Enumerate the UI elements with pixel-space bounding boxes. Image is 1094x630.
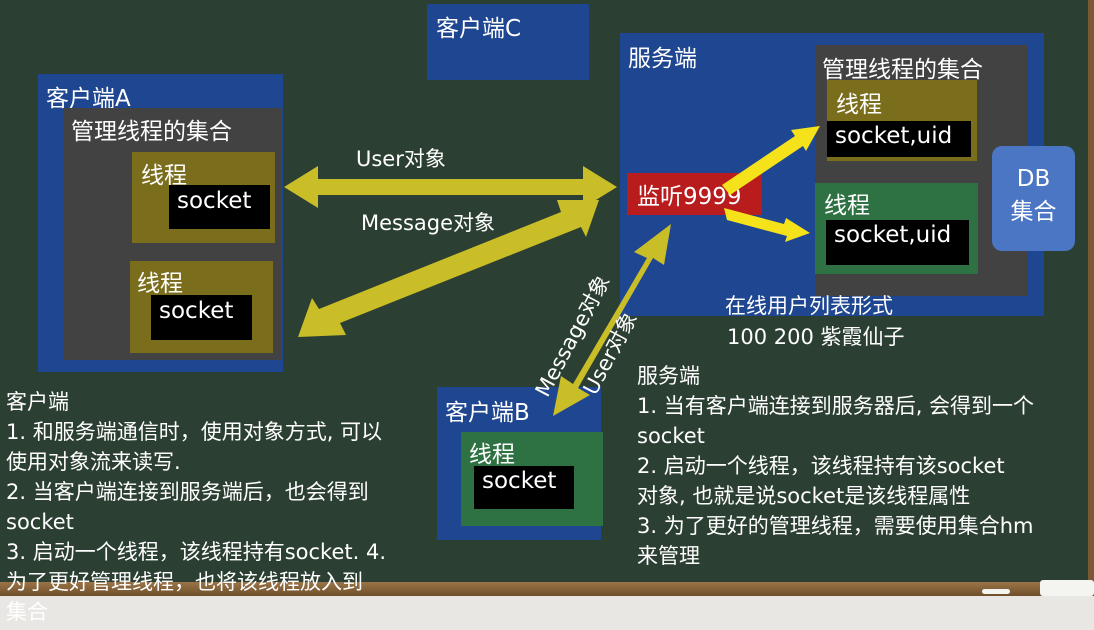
server-notes-line: 1. 当有客户端连接到服务器后, 会得到一个 — [637, 394, 1035, 418]
server-thread-2-socket: socket,uid — [826, 220, 969, 265]
db-collection: DB 集合 — [992, 146, 1075, 251]
client-a-thread-2-socket: socket — [151, 295, 252, 340]
client-notes-title: 客户端 — [6, 390, 69, 414]
client-notes: 客户端 1. 和服务端通信时，使用对象方式, 可以 使用对象流来读写. 2. 当… — [6, 387, 426, 627]
arrow-client-b-server — [553, 224, 671, 416]
arrow-listen-thread-1 — [722, 126, 820, 195]
online-list-values: 100 200 紫霞仙子 — [727, 325, 905, 349]
server-notes-line: 3. 为了更好的管理线程，需要使用集合hm — [637, 514, 1034, 538]
server-title: 服务端 — [628, 46, 697, 72]
server-thread-2-label: 线程 — [824, 193, 870, 219]
server-notes-line: 2. 启动一个线程，该线程持有该socket — [637, 454, 1005, 478]
arrow-label-user-object: User对象 — [356, 147, 446, 171]
chalk-ledge — [0, 582, 1094, 596]
eraser — [1040, 580, 1094, 596]
client-a-manager-title: 管理线程的集合 — [71, 119, 232, 145]
db-label: DB — [1016, 166, 1051, 192]
client-a-thread-1-label: 线程 — [141, 163, 187, 189]
server-notes: 服务端 1. 当有客户端连接到服务器后, 会得到一个 socket 2. 启动一… — [637, 361, 1077, 571]
client-b-title: 客户端B — [445, 400, 530, 426]
floor — [0, 596, 1094, 630]
server-notes-line: socket — [637, 424, 705, 448]
client-a-thread-1-socket: socket — [169, 185, 270, 229]
client-notes-line: 集合 — [6, 600, 48, 624]
client-notes-line: 为了更好管理线程，也将该线程放入到 — [6, 570, 363, 594]
arrow-client-a-server-message — [298, 200, 599, 337]
arrow-listen-thread-2 — [724, 208, 810, 242]
online-list-title: 在线用户列表形式 — [725, 294, 893, 318]
server-manager-title: 管理线程的集合 — [822, 57, 983, 83]
client-notes-line: socket — [6, 510, 74, 534]
server-notes-title: 服务端 — [637, 364, 700, 388]
chalk-piece — [982, 589, 1010, 594]
server-thread-1-label: 线程 — [836, 92, 882, 118]
client-notes-line: 使用对象流来读写. — [6, 450, 181, 474]
client-c-title: 客户端C — [436, 16, 522, 42]
server-notes-line: 对象, 也就是说socket是该线程属性 — [637, 484, 971, 508]
client-c-box: 客户端C — [427, 4, 589, 80]
client-b-thread-socket: socket — [474, 466, 574, 509]
arrow-label-message-object: Message对象 — [361, 211, 496, 235]
client-a-title: 客户端A — [46, 86, 131, 112]
arrows-layer — [284, 126, 820, 416]
client-notes-line: 3. 启动一个线程，该线程持有socket. 4. — [6, 540, 386, 564]
arrow-client-a-server-user — [284, 166, 617, 208]
client-notes-line: 2. 当客户端连接到服务端后，也会得到 — [6, 480, 369, 504]
client-a-thread-2-label: 线程 — [137, 271, 183, 297]
server-thread-1-socket: socket,uid — [827, 121, 971, 157]
client-b-thread-label: 线程 — [469, 442, 515, 468]
db-collection-label: 集合 — [1010, 199, 1057, 225]
client-notes-line: 1. 和服务端通信时，使用对象方式, 可以 — [6, 420, 383, 444]
server-notes-line: 来管理 — [637, 544, 700, 568]
